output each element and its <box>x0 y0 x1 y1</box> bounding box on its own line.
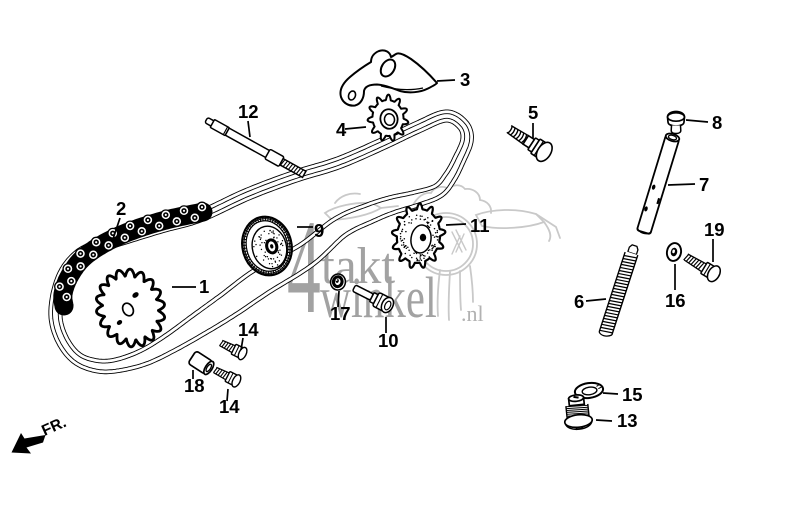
svg-text:3: 3 <box>460 69 470 90</box>
svg-text:5: 5 <box>528 102 538 123</box>
svg-text:9: 9 <box>314 220 324 241</box>
svg-text:18: 18 <box>184 375 205 396</box>
svg-text:14: 14 <box>238 319 259 340</box>
svg-text:11: 11 <box>470 215 490 236</box>
svg-text:17: 17 <box>330 303 351 324</box>
svg-text:12: 12 <box>238 101 259 122</box>
svg-text:4: 4 <box>336 119 347 140</box>
svg-text:8: 8 <box>712 112 722 133</box>
svg-text:10: 10 <box>378 330 399 351</box>
svg-text:15: 15 <box>622 384 643 405</box>
svg-text:19: 19 <box>704 219 725 240</box>
svg-text:6: 6 <box>574 291 584 312</box>
svg-text:2: 2 <box>116 198 126 219</box>
svg-text:.nl: .nl <box>461 301 484 326</box>
svg-text:1: 1 <box>199 276 209 297</box>
svg-text:14: 14 <box>219 396 240 417</box>
svg-text:16: 16 <box>665 290 686 311</box>
svg-text:4: 4 <box>287 193 321 342</box>
svg-text:13: 13 <box>617 410 638 431</box>
svg-text:7: 7 <box>699 174 709 195</box>
